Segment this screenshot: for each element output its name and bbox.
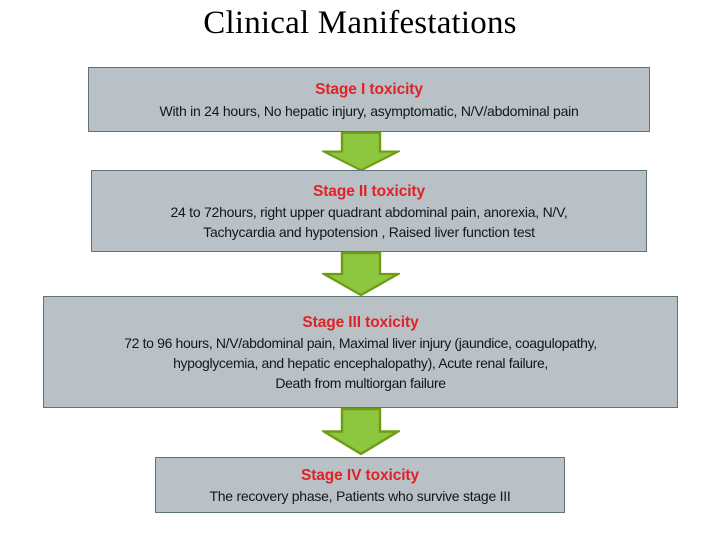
stage-body-line: 72 to 96 hours, N/V/abdominal pain, Maxi…	[124, 334, 597, 351]
stage-heading: Stage III toxicity	[302, 313, 419, 331]
arrow-down-icon	[322, 408, 400, 456]
stage-box-stage-1: Stage I toxicity With in 24 hours, No he…	[88, 67, 650, 132]
stage-body-line: 24 to 72hours, right upper quadrant abdo…	[170, 203, 568, 220]
arrow-down-icon-shape	[322, 132, 400, 172]
arrow-down-icon-shape	[322, 252, 400, 297]
stage-body-line: The recovery phase, Patients who survive…	[209, 487, 511, 504]
stage-heading: Stage II toxicity	[313, 182, 425, 200]
stage-body-line: With in 24 hours, No hepatic injury, asy…	[159, 102, 579, 119]
page-title: Clinical Manifestations	[203, 5, 517, 41]
arrow-down-icon	[322, 132, 400, 172]
stage-box-stage-4: Stage IV toxicity The recovery phase, Pa…	[155, 457, 565, 513]
stage-box-stage-3: Stage III toxicity 72 to 96 hours, N/V/a…	[43, 296, 678, 408]
stage-heading: Stage IV toxicity	[300, 466, 420, 484]
stage-box-stage-2: Stage II toxicity 24 to 72hours, right u…	[91, 170, 647, 252]
stage-body-line: Death from multiorgan failure	[275, 374, 446, 391]
stage-body-line: hypoglycemia, and hepatic encephalopathy…	[173, 354, 548, 371]
arrow-down-icon	[322, 252, 400, 297]
arrow-down-icon-shape	[322, 408, 400, 456]
stage-body-line: Tachycardia and hypotension , Raised liv…	[203, 223, 535, 240]
stage-heading: Stage I toxicity	[315, 80, 423, 98]
